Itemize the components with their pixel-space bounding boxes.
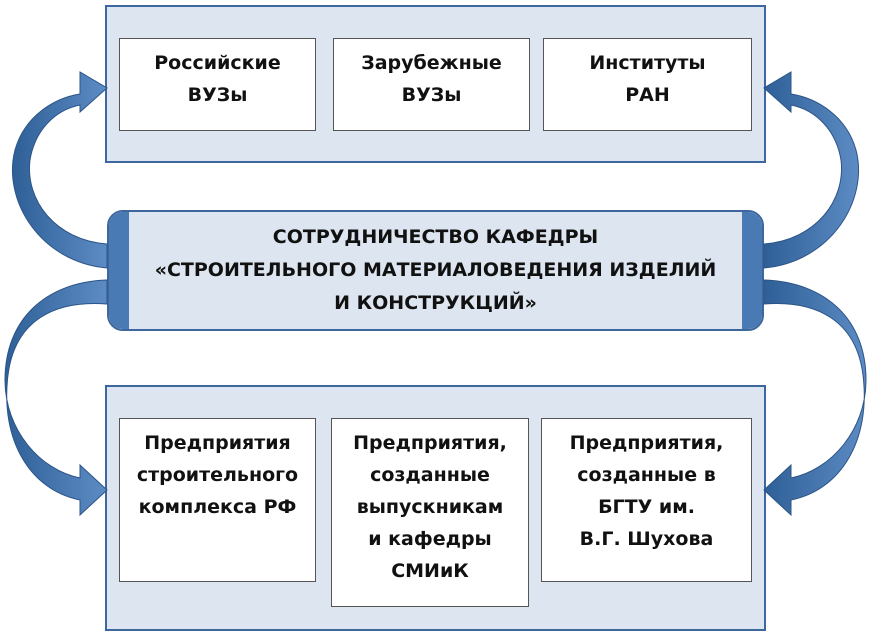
center-line: «СТРОИТЕЛЬНОГО МАТЕРИАЛОВЕДЕНИЯ ИЗДЕЛИЙ: [154, 259, 717, 281]
box-line: БГТУ им.: [598, 496, 695, 518]
curved-arrow-bottom-left-icon: [4, 279, 108, 517]
box-line: ВУЗы: [187, 84, 248, 106]
box-ras-institutes: Институты РАН: [543, 38, 752, 131]
curved-arrow-bottom-right-icon: [763, 279, 867, 517]
box-line: Зарубежные: [361, 52, 502, 74]
box-line: СМИиК: [391, 560, 469, 582]
box-graduate-enterprises: Предприятия, созданные выпускникам и каф…: [331, 418, 529, 607]
center-left-tab: [109, 212, 129, 329]
box-line: комплекса РФ: [138, 496, 297, 518]
box-line: ВУЗы: [401, 84, 462, 106]
center-line: И КОНСТРУКЦИЙ»: [334, 292, 537, 314]
box-line: выпускникам: [356, 496, 504, 518]
center-line: СОТРУДНИЧЕСТВО КАФЕДРЫ: [272, 226, 599, 248]
curved-arrow-top-left-icon: [11, 71, 108, 269]
box-line: созданные в: [577, 464, 716, 486]
box-line: В.Г. Шухова: [579, 528, 714, 550]
curved-arrow-top-right-icon: [763, 71, 860, 269]
box-line: Институты: [589, 52, 706, 74]
box-line: строительного: [136, 464, 299, 486]
box-line: РАН: [625, 84, 670, 106]
box-russian-universities: Российские ВУЗы: [119, 38, 316, 131]
center-right-tab: [742, 212, 762, 329]
box-foreign-universities: Зарубежные ВУЗы: [333, 38, 530, 131]
box-line: и кафедры: [368, 528, 492, 550]
box-rf-construction-enterprises: Предприятия строительного комплекса РФ: [119, 418, 316, 582]
box-line: Российские: [154, 52, 281, 74]
box-bstu-enterprises: Предприятия, созданные в БГТУ им. В.Г. Ш…: [541, 418, 752, 582]
center-box: СОТРУДНИЧЕСТВО КАФЕДРЫ «СТРОИТЕЛЬНОГО МА…: [107, 210, 764, 331]
box-line: Предприятия: [144, 432, 291, 454]
box-line: Предприятия,: [569, 432, 724, 454]
box-line: созданные: [370, 464, 490, 486]
box-line: Предприятия,: [353, 432, 507, 454]
